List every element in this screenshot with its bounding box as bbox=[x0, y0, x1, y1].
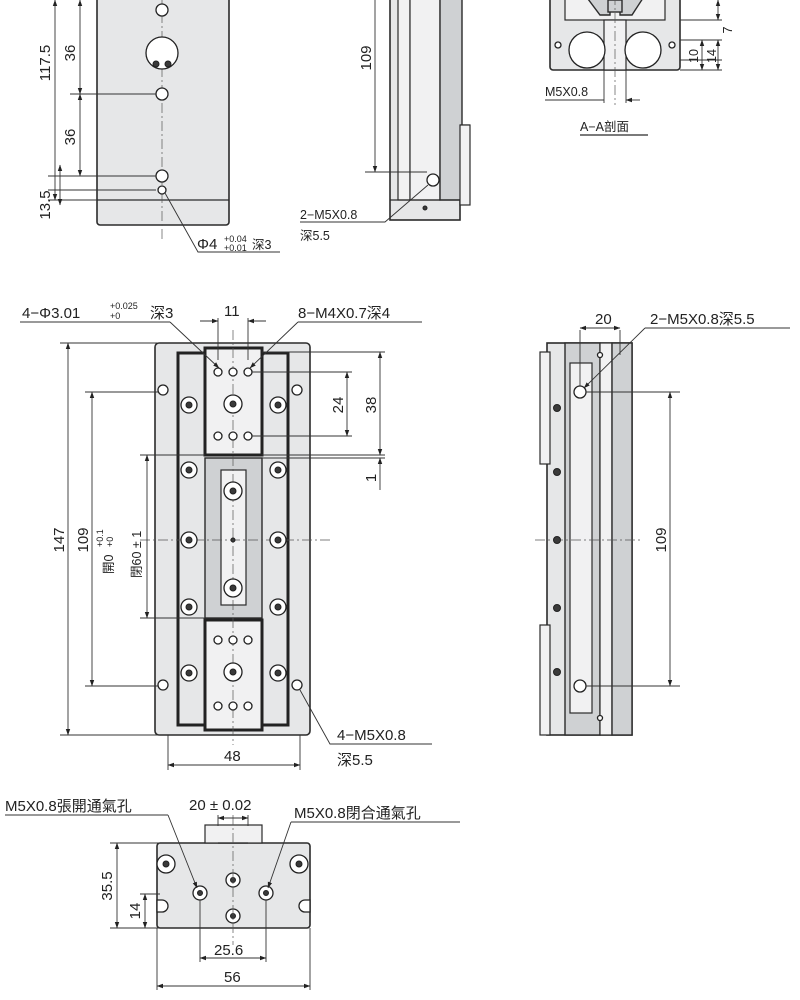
end-dim-56: 56 bbox=[224, 969, 241, 986]
main-dim-147: 147 bbox=[51, 527, 68, 552]
main-dim-48: 48 bbox=[224, 748, 241, 765]
main-dim-1: 1 bbox=[363, 474, 380, 482]
phi4-tol-lower: +0.01 bbox=[224, 243, 247, 253]
side-dim-109: 109 bbox=[358, 45, 375, 70]
end-view: M5X0.8張開通氣孔 M5X0.8閉合通氣孔 20 ± 0.02 35.5 1… bbox=[5, 797, 460, 990]
dim-36-b: 36 bbox=[62, 129, 79, 146]
phi4-note: Φ4 bbox=[197, 236, 217, 253]
main-dim-38: 38 bbox=[363, 397, 380, 414]
top-view: 117.5 36 36 13.5 Φ4 +0.04 +0.01 深3 bbox=[37, 0, 280, 253]
section-title: A−A剖面 bbox=[580, 120, 629, 134]
section-dim-7: 7 bbox=[721, 26, 735, 33]
pin-depth: 深3 bbox=[150, 305, 173, 322]
right-view: 20 2−M5X0.8深5.5 109 bbox=[535, 311, 790, 736]
pin-tol-upper: +0.025 bbox=[110, 301, 138, 311]
end-dim-14: 14 bbox=[127, 903, 144, 920]
section-dim-10: 10 bbox=[687, 49, 701, 63]
main-dim-11: 11 bbox=[224, 303, 240, 320]
section-thread: M5X0.8 bbox=[545, 85, 588, 99]
pin-note: 4−Φ3.01 bbox=[22, 305, 80, 322]
main-dim-109: 109 bbox=[75, 527, 92, 552]
side-thread-note: 2−M5X0.8 bbox=[300, 208, 357, 222]
right-port-note: M5X0.8閉合通氣孔 bbox=[294, 805, 421, 822]
left-port-note: M5X0.8張開通氣孔 bbox=[5, 798, 132, 815]
end-dim-25-6: 25.6 bbox=[214, 942, 243, 959]
dim-36-a: 36 bbox=[62, 45, 79, 62]
bottom-thread: 4−M5X0.8 bbox=[337, 727, 406, 744]
section-view: 7 10 14 M5X0.8 A−A剖面 bbox=[545, 0, 735, 136]
pin-tol-lower: +0 bbox=[110, 311, 120, 321]
phi4-depth: 深3 bbox=[252, 238, 272, 252]
dim-117-5: 117.5 bbox=[37, 45, 54, 81]
open-label: 開0 bbox=[102, 554, 116, 574]
bottom-depth: 深5.5 bbox=[337, 752, 373, 769]
right-dim-109: 109 bbox=[653, 527, 670, 552]
open-tol-upper: +0.1 bbox=[95, 529, 105, 547]
phi4-tol-upper: +0.04 bbox=[224, 234, 247, 244]
dim-13-5: 13.5 bbox=[37, 190, 54, 219]
width-tol: 20 ± 0.02 bbox=[189, 797, 251, 814]
end-dim-35-5: 35.5 bbox=[99, 871, 116, 900]
main-view: 4−Φ3.01 +0.025 +0 深3 11 8−M4X0.7深4 24 38… bbox=[20, 301, 432, 770]
open-tol-lower: +0 bbox=[105, 537, 115, 547]
right-dim-20: 20 bbox=[595, 311, 612, 328]
side-depth-note: 深5.5 bbox=[300, 229, 330, 243]
main-dim-24: 24 bbox=[330, 397, 347, 414]
section-dim-14: 14 bbox=[705, 49, 719, 63]
tap-note: 8−M4X0.7深4 bbox=[298, 305, 390, 322]
top-side-view: 109 2−M5X0.8 深5.5 bbox=[300, 0, 471, 243]
right-thread-note: 2−M5X0.8深5.5 bbox=[650, 311, 755, 328]
close-label: 閉60 ± 1 bbox=[130, 531, 144, 578]
